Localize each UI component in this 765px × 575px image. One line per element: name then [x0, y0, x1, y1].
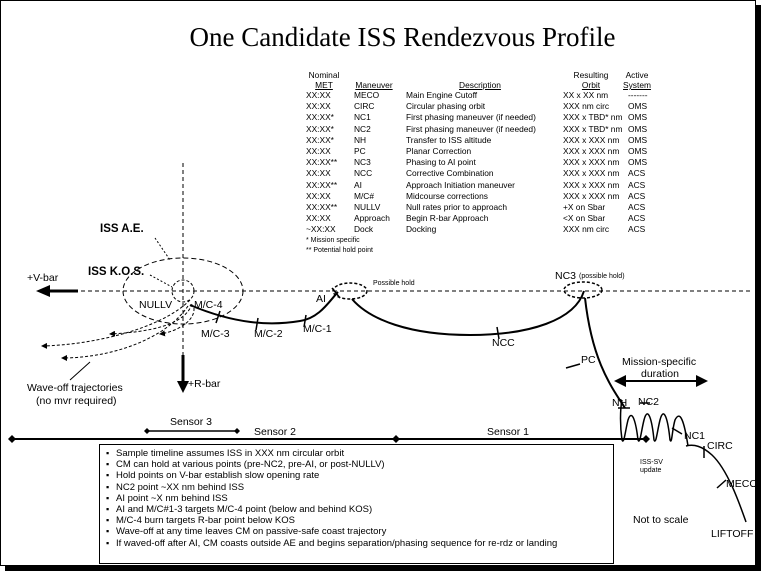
label-meco: MECO — [726, 478, 758, 490]
trajectory-ascent — [685, 444, 747, 523]
waveoff-trajectory-3 — [109, 303, 193, 337]
footnote-hold-point: ** Potential hold point — [306, 247, 373, 254]
label-waveoff-1: Wave-off trajectories — [27, 382, 123, 394]
waveoff-trajectory-4 — [159, 307, 195, 337]
tick-nc1 — [671, 427, 683, 435]
footnote-mission-specific: * Mission specific — [306, 237, 360, 244]
tick-mc2 — [255, 317, 259, 331]
label-nh: NH — [612, 397, 628, 409]
label-ncc: NCC — [492, 337, 515, 349]
tick-mc1 — [303, 314, 307, 328]
waveoff-trajectory-2 — [61, 305, 189, 361]
trajectory-nh-to-nc3 — [584, 297, 626, 409]
label-nc1: NC1 — [684, 430, 706, 442]
trajectory-nc3-to-ai — [351, 290, 585, 337]
sensor3-start — [144, 428, 150, 434]
label-iss-ae: ISS A.E. — [100, 223, 144, 235]
note-item: If waved-off after AI, CM coasts outside… — [106, 538, 607, 549]
sensor3-end — [234, 428, 240, 434]
sensor-timeline-end — [642, 435, 650, 443]
label-vbar: +V-bar — [27, 272, 59, 284]
label-pc: PC — [581, 354, 596, 366]
label-nullv: NULLV — [139, 299, 173, 311]
duration-arrowhead-right — [696, 375, 708, 387]
note-item: Wave-off at any time leaves CM on passiv… — [106, 526, 607, 537]
note-item: CM can hold at various points (pre-NC2, … — [106, 459, 607, 470]
label-iss-sv-update: ISS-SV update — [640, 459, 663, 474]
iss-kos-leader — [149, 274, 173, 288]
iss-ae-leader — [154, 237, 171, 261]
label-duration-1: Mission-specific — [622, 356, 697, 368]
nc3-hold-ellipse — [563, 281, 603, 299]
header-system: Active System — [623, 70, 651, 90]
trajectory-ai-to-nullv — [189, 291, 339, 325]
label-sensor2: Sensor 2 — [254, 426, 297, 438]
phasing-loops — [619, 399, 689, 447]
label-mc2: M/C-2 — [254, 328, 283, 340]
label-nc3-hold: (possible hold) — [579, 273, 625, 280]
label-sensor3: Sensor 3 — [170, 416, 213, 428]
label-nc3: NC3 — [555, 270, 577, 282]
tick-pc — [565, 363, 581, 369]
label-iss-kos: ISS K.O.S. — [88, 266, 145, 278]
label-mc1: M/C-1 — [303, 323, 332, 335]
label-possible-hold: Possible hold — [373, 280, 415, 287]
note-item: NC2 point ~XX nm behind ISS — [106, 482, 607, 493]
note-item: Hold points on V-bar establish slow open… — [106, 470, 607, 481]
label-ai: AI — [316, 293, 326, 305]
label-not-to-scale: Not to scale — [633, 514, 689, 526]
rbar-arrowhead — [177, 381, 189, 393]
vbar-arrowhead — [36, 285, 50, 297]
label-waveoff-2: (no mvr required) — [36, 395, 117, 407]
iss-kos-circle — [171, 279, 195, 303]
sensor-timeline-start — [8, 435, 16, 443]
waveoff-leader — [69, 361, 91, 381]
label-liftoff: LIFTOFF — [711, 528, 754, 540]
note-item: AI point ~X nm behind ISS — [106, 493, 607, 504]
label-circ: CIRC — [707, 440, 733, 452]
header-maneuver: Maneuver — [355, 80, 393, 90]
duration-arrowhead-left — [614, 375, 626, 387]
ai-hold-ellipse — [332, 282, 368, 300]
header-orbit: Resulting Orbit — [573, 70, 609, 90]
tick-meco — [716, 479, 727, 489]
note-item: M/C-4 burn targets R-bar point below KOS — [106, 515, 607, 526]
note-item: AI and M/C#1-3 targets M/C-4 point (belo… — [106, 504, 607, 515]
tick-ncc — [496, 326, 500, 340]
label-mc3: M/C-3 — [201, 328, 230, 340]
label-nc2: NC2 — [638, 396, 660, 408]
note-item: Sample timeline assumes ISS in XXX nm ci… — [106, 448, 607, 459]
label-rbar: +R-bar — [188, 378, 221, 390]
header-description: Description — [459, 80, 501, 90]
tick-mc3 — [215, 310, 221, 324]
label-sensor1: Sensor 1 — [487, 426, 530, 438]
waveoff-trajectory-1 — [41, 299, 191, 349]
label-duration-2: duration — [641, 368, 679, 380]
page-title: One Candidate ISS Rendezvous Profile — [189, 22, 616, 52]
sensor-timeline-mid — [392, 435, 400, 443]
header-met: Nominal MET — [308, 70, 340, 90]
iss-ae-ellipse — [122, 257, 244, 325]
label-mc4: M/C-4 — [194, 299, 223, 311]
notes-box: Sample timeline assumes ISS in XXX nm ci… — [99, 444, 614, 564]
